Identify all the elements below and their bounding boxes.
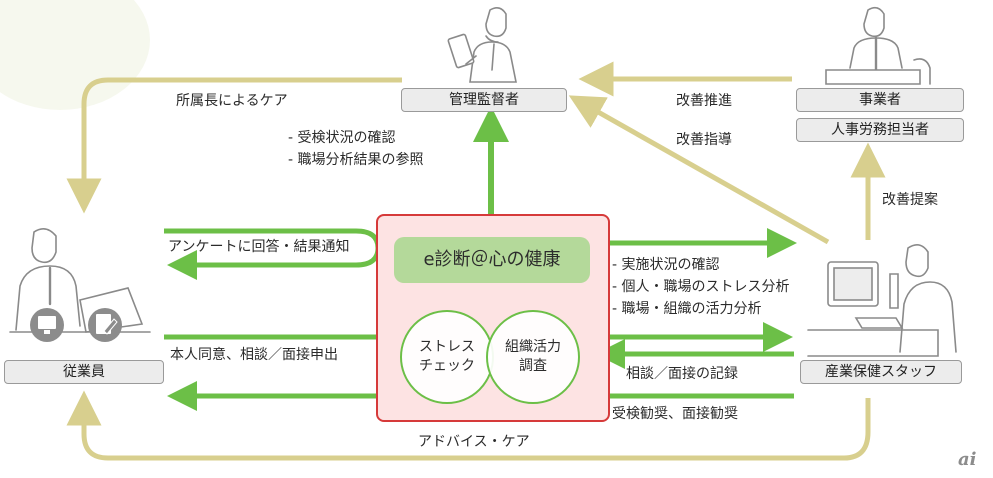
label-consult-record: 相談／面接の記録 [626,366,738,382]
label-advice-care: アドバイス・ケア [418,434,530,450]
desktop-screen-icon [30,308,64,342]
background-decoration [0,0,150,110]
person-computer-icon [807,244,957,357]
label-survey-results: アンケートに回答・結果通知 [168,239,350,255]
person-desk-icon [825,6,931,85]
label-impl-status: - 実施状況の確認 [612,257,720,273]
org-vitality-line-1: 組織活力 [505,339,561,355]
stress-check-line-2: チェック [419,358,475,374]
arrow-manager-to-employee [66,77,402,214]
manager-box: 管理監督者 [401,88,567,112]
stress-check-line-1: ストレス [419,339,475,355]
label-stress-analysis: - 個人・職場のストレス分析 [612,279,790,295]
label-improve-guide: 改善指導 [676,132,732,148]
hr-staff-box: 人事労務担当者 [796,118,964,142]
label-ref-results: - 職場分析結果の参照 [288,152,424,168]
core-title: e診断＠心の健康 [394,237,590,283]
label-improve-promote: 改善推進 [676,93,732,109]
label-care-by-manager: 所属長によるケア [176,93,288,109]
person-tablet-icon [447,6,517,83]
label-consult-request: 本人同意、相談／面接申出 [170,347,338,363]
arrow-staff-to-employee-advice [66,390,871,461]
person-laptop-icon [9,228,151,333]
label-check-status: - 受検状況の確認 [288,130,396,146]
watermark-logo: ai [958,449,977,470]
health-staff-box: 産業保健スタッフ [800,360,962,384]
label-recommend: 受検勧奨、面接勧奨 [612,406,738,422]
label-vitality-analysis: - 職場・組織の活力分析 [612,301,762,317]
stress-check-circle: ストレス チェック [400,310,494,404]
org-vitality-circle: 組織活力 調査 [486,310,580,404]
arrow-staff-to-manager-guide [568,95,830,245]
org-vitality-line-2: 調査 [519,358,547,374]
document-pen-icon [88,308,122,342]
employee-box: 従業員 [4,360,164,384]
business-owner-box: 事業者 [796,88,964,112]
label-improve-propose: 改善提案 [882,192,938,208]
